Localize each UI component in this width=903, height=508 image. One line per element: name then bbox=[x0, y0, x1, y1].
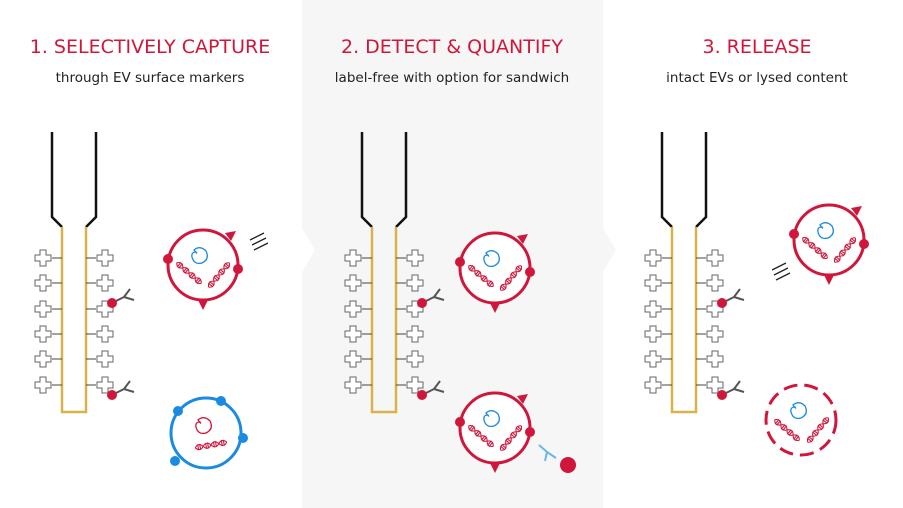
biosensor-probe-icon bbox=[35, 132, 134, 412]
step-1-subtitle: through EV surface markers bbox=[56, 70, 245, 86]
non-target-ev-icon bbox=[169, 396, 248, 470]
step-2-subtitle: label-free with option for sandwich bbox=[335, 70, 569, 86]
motion-lines-icon bbox=[249, 232, 269, 251]
step-3: 3. RELEASE intact EVs or lysed content bbox=[645, 36, 869, 457]
step-1: 1. SELECTIVELY CAPTURE through EV surfac… bbox=[30, 36, 270, 470]
step-3-title: 3. RELEASE bbox=[702, 36, 811, 58]
step-1-title: 1. SELECTIVELY CAPTURE bbox=[30, 36, 270, 58]
step-2-panel bbox=[302, 0, 616, 508]
biosensor-probe-icon bbox=[645, 132, 744, 412]
step-2: 2. DETECT & QUANTIFY label-free with opt… bbox=[335, 36, 576, 473]
step-2-title: 2. DETECT & QUANTIFY bbox=[341, 36, 563, 58]
target-ev-icon bbox=[163, 230, 243, 310]
lysed-ev-icon bbox=[764, 383, 838, 457]
step-3-subtitle: intact EVs or lysed content bbox=[666, 70, 848, 86]
motion-lines-icon bbox=[771, 262, 791, 281]
released-ev-icon bbox=[789, 205, 869, 285]
detection-antibody-icon bbox=[538, 444, 576, 473]
